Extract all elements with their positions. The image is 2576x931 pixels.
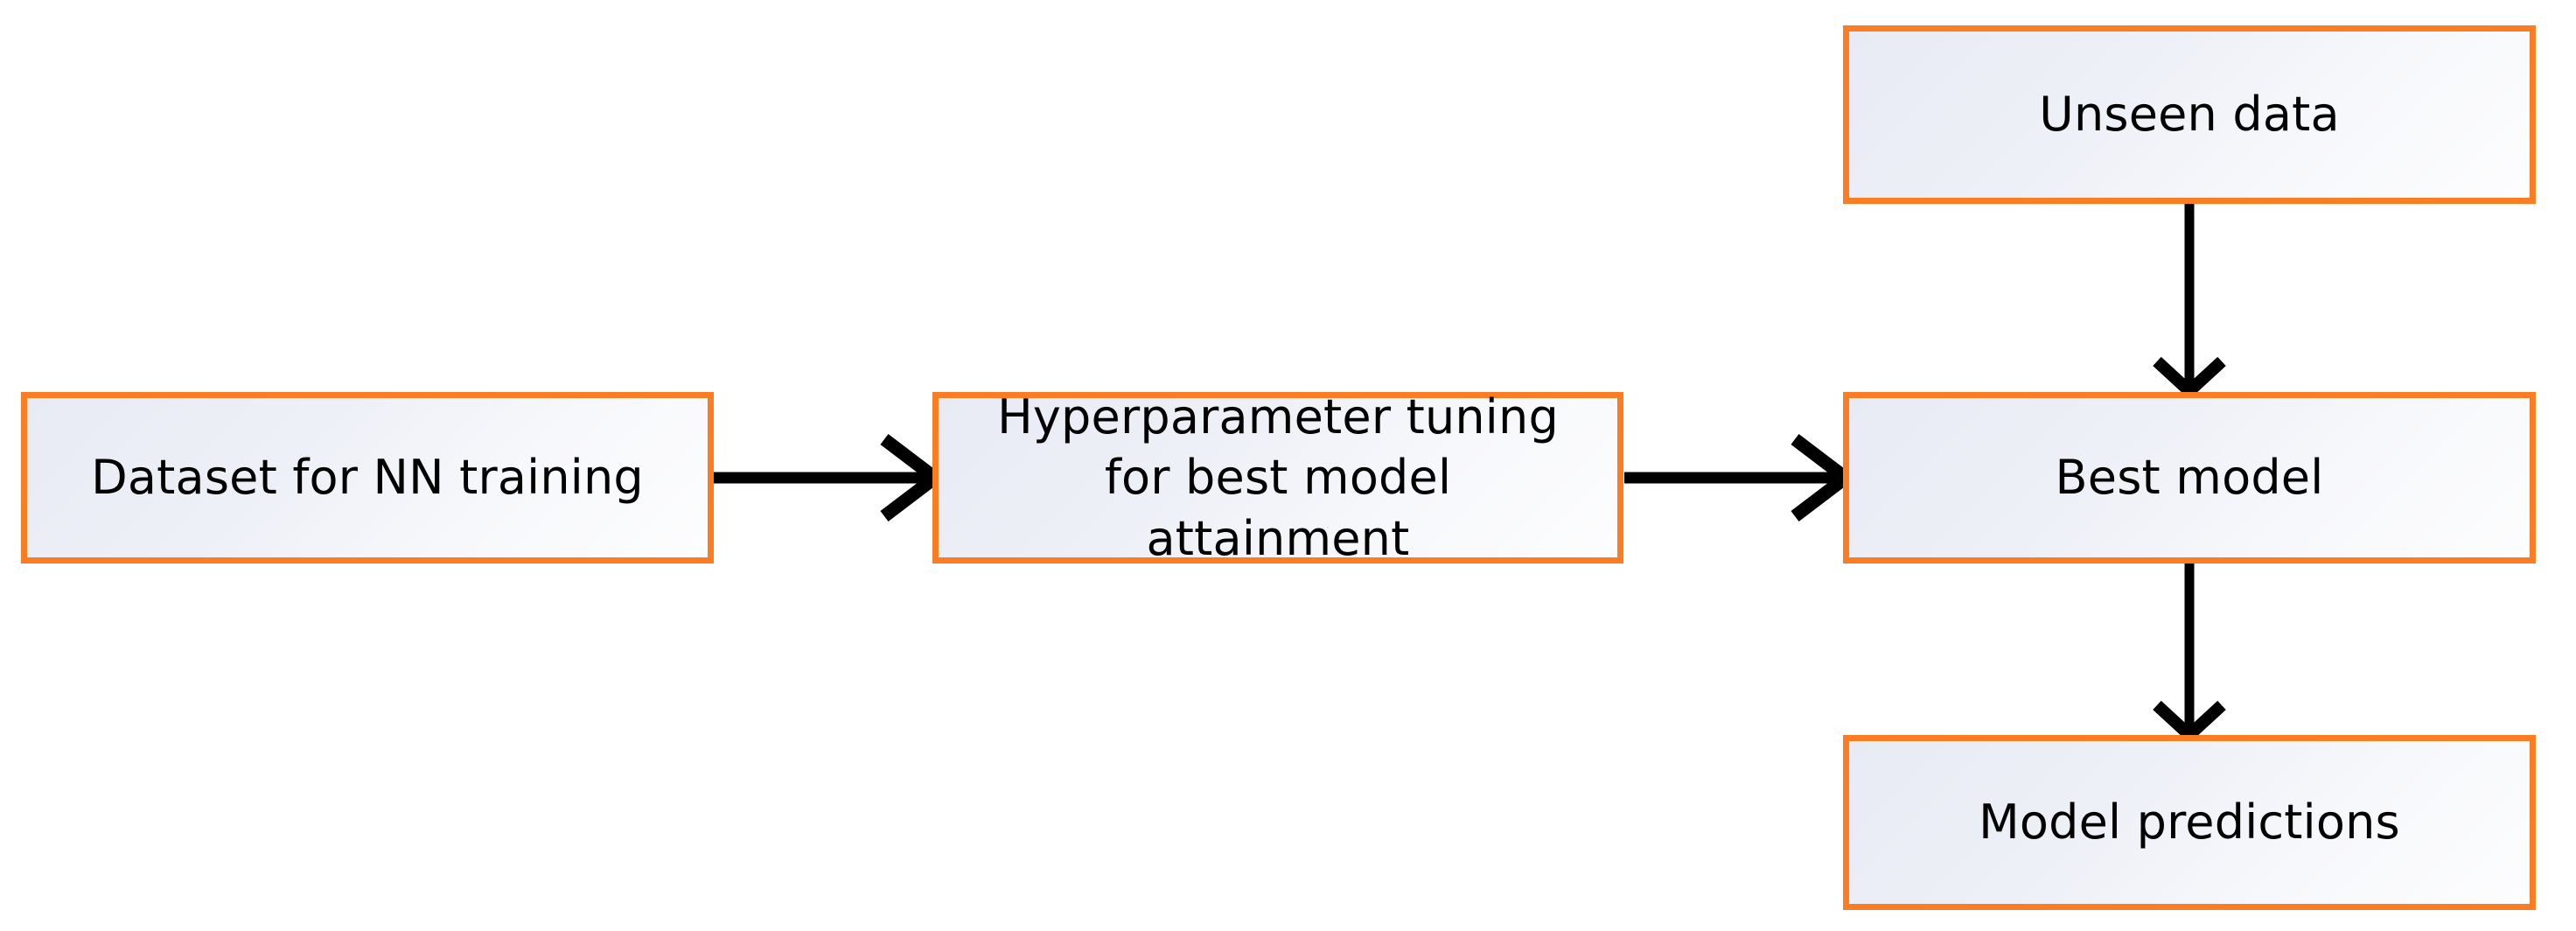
edge-best-model-to-model-predictions: [2153, 562, 2226, 744]
node-dataset-for-nn-training[interactable]: Dataset for NN training: [21, 392, 714, 564]
node-model-predictions[interactable]: Model predictions: [1843, 735, 2536, 910]
edge-unseen-data-to-best-model: [2153, 202, 2226, 400]
node-best-model[interactable]: Best model: [1843, 392, 2536, 564]
node-label: Hyperparameter tuning for best model att…: [997, 389, 1559, 566]
edge-tuning-to-best-model: [1624, 434, 1857, 522]
node-hyperparameter-tuning[interactable]: Hyperparameter tuning for best model att…: [932, 389, 1623, 566]
edge-dataset-to-tuning: [714, 434, 946, 522]
node-label: Unseen data: [2039, 87, 2340, 143]
node-unseen-data[interactable]: Unseen data: [1843, 25, 2536, 204]
node-label: Best model: [2055, 450, 2324, 506]
node-label: Model predictions: [1979, 794, 2400, 850]
node-label: Dataset for NN training: [91, 450, 644, 506]
